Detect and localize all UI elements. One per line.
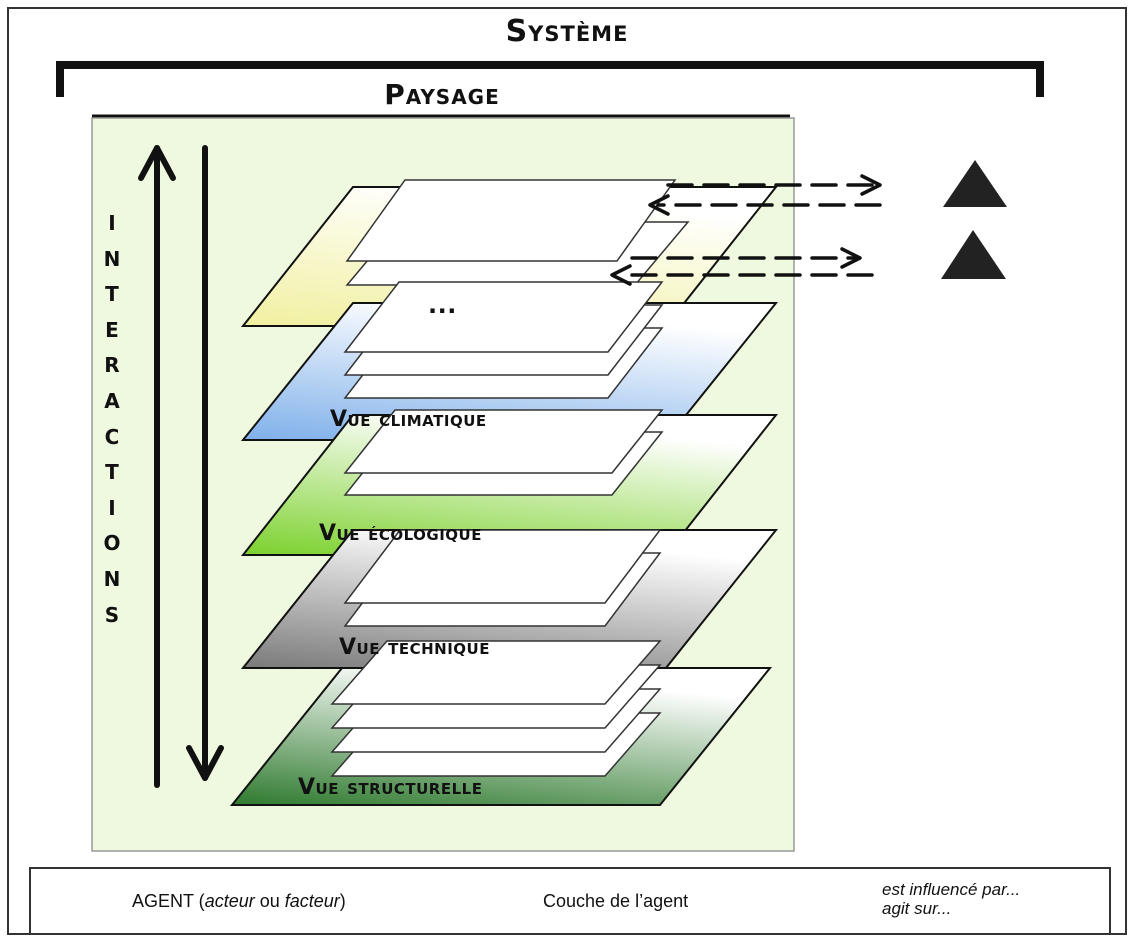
agent-triangle-icon <box>943 160 1007 207</box>
interactions-letter: I <box>108 495 116 520</box>
interactions-letter: I <box>108 211 116 235</box>
interactions-letter: E <box>105 317 119 342</box>
influence-arrows <box>610 174 882 286</box>
layer-label-ecologique: Vue écologique <box>319 521 482 546</box>
legend <box>29 867 1111 935</box>
layer-climatique <box>240 281 779 441</box>
layer-structurelle <box>229 640 773 806</box>
legend-influence-text: est influencé par...agit sur... <box>882 880 1021 918</box>
interactions-letter: O <box>103 531 121 556</box>
landscape-title: Paysage <box>384 78 500 111</box>
layer-label-structurelle: Vue structurelle <box>298 775 483 800</box>
legend-layer-text: Couche de l’agent <box>543 891 689 911</box>
system-bracket <box>56 61 1044 97</box>
interactions-letter: T <box>105 460 119 485</box>
interaction-arrows <box>138 145 224 788</box>
agent-triangle-icon <box>941 230 1006 279</box>
legend-agent-text: AGENT (acteur ou facteur) <box>132 891 346 911</box>
interactions-letter: S <box>104 602 120 627</box>
layer-technique <box>240 529 779 669</box>
layer-ecologique <box>240 409 779 556</box>
interactions-letter: N <box>103 246 121 271</box>
layer-label-technique: Vue technique <box>339 635 490 660</box>
interactions-letter: C <box>104 424 120 449</box>
interactions-letter: T <box>105 282 119 307</box>
interactions-letter: N <box>103 566 121 591</box>
layer-label-ellipsis: ... <box>428 291 457 319</box>
interactions-letter: R <box>104 353 120 378</box>
layer-label-climatique: Vue climatique <box>330 407 487 432</box>
interactions-letter: A <box>104 388 120 413</box>
system-title: Système <box>505 14 629 49</box>
